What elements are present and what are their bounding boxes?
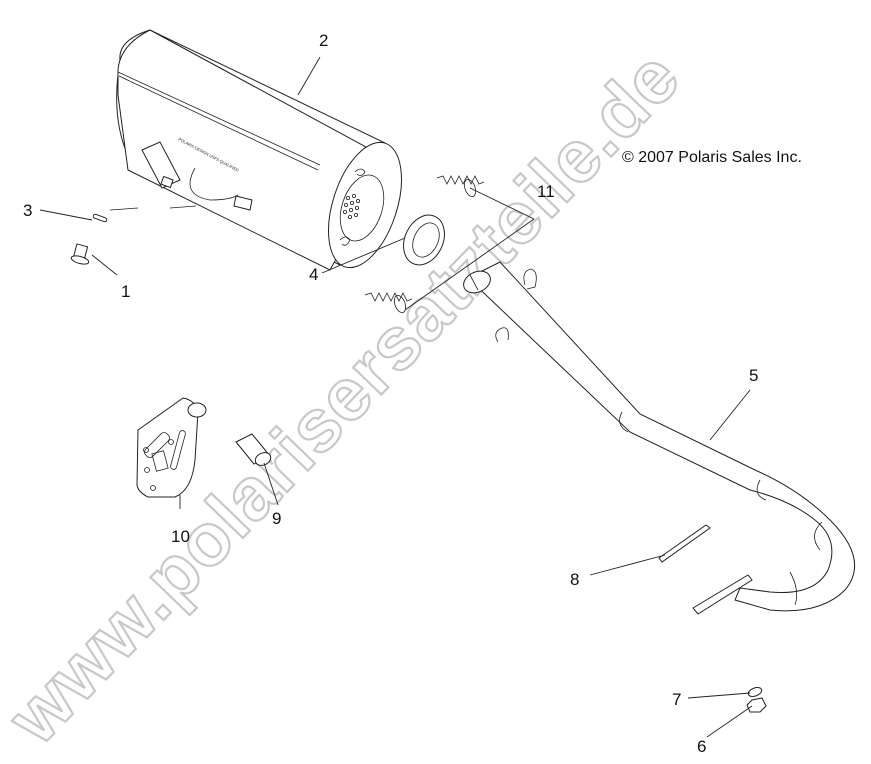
callout-3: 3 <box>23 201 32 220</box>
bushing-part[interactable] <box>70 243 90 266</box>
callout-5: 5 <box>749 366 758 385</box>
copyright-text: © 2007 Polaris Sales Inc. <box>622 149 802 166</box>
muffler-perforations <box>342 193 360 219</box>
spacer-part[interactable] <box>235 433 273 468</box>
spring-upper-part[interactable] <box>436 175 485 198</box>
callout-1: 1 <box>121 282 130 301</box>
callout-10: 10 <box>171 527 190 546</box>
spring-lower-part[interactable] <box>364 292 413 314</box>
callout-7: 7 <box>672 690 681 709</box>
muffler-part[interactable]: POLARIS DESIGN USFS QUALIFIED <box>116 29 416 277</box>
leader-lines <box>39 56 753 738</box>
pin-part[interactable] <box>92 213 108 223</box>
nut-part[interactable] <box>746 697 767 713</box>
callout-4: 4 <box>309 265 318 284</box>
callout-9: 9 <box>272 509 281 528</box>
washer-part[interactable] <box>747 686 763 698</box>
callout-8: 8 <box>570 570 579 589</box>
head-pipe-part[interactable] <box>460 261 856 612</box>
bracket-part[interactable] <box>136 397 207 498</box>
callout-6: 6 <box>697 737 706 756</box>
callout-2: 2 <box>319 31 328 50</box>
callout-labels: 2 3 1 4 11 5 8 10 9 7 6 <box>23 31 758 756</box>
seal-ring-part[interactable] <box>396 208 452 271</box>
callout-11: 11 <box>537 182 555 201</box>
gasket-part[interactable] <box>658 524 711 563</box>
